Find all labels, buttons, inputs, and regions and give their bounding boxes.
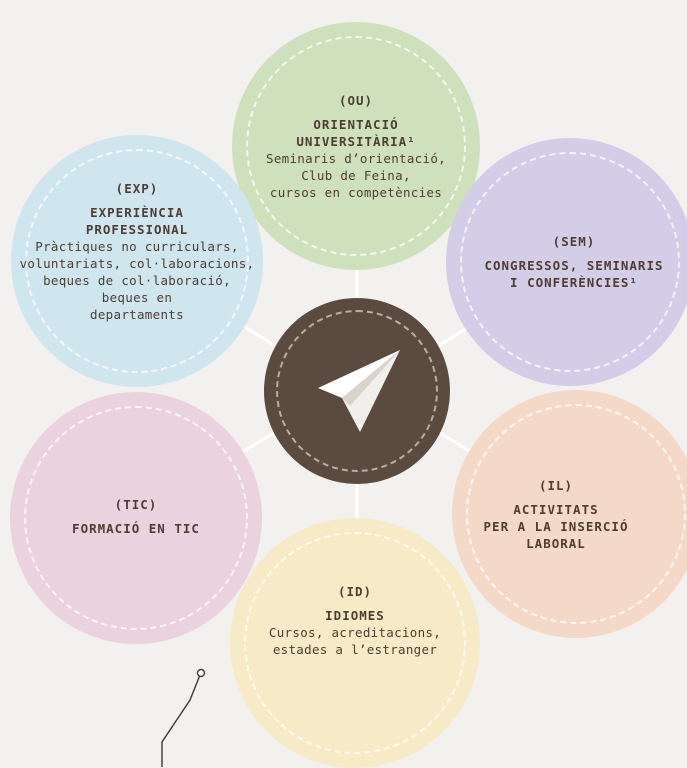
petal-code: (IL) [538, 477, 574, 493]
petal-title: ORIENTACIÓ UNIVERSITÀRIA¹ [296, 116, 416, 149]
petal-code: (SEM) [552, 234, 596, 249]
pointer-line [161, 674, 201, 767]
petal-experiencia-professional: (EXP) EXPERIÈNCIA PROFESSIONAL Pràctique… [11, 135, 263, 387]
petal-code: (EXP) [115, 180, 159, 196]
petal-code: (TIC) [114, 496, 158, 512]
dashed-ring [244, 532, 466, 754]
petal-title: ACTIVITATS PER A LA INSERCIÓ LABORAL [483, 501, 629, 551]
central-hub [264, 298, 450, 484]
petal-title: FORMACIÓ EN TIC [72, 520, 200, 536]
paper-plane-icon [318, 350, 400, 432]
petal-insercio-laboral: (IL) ACTIVITATS PER A LA INSERCIÓ LABORA… [452, 390, 687, 638]
hub-dashed-ring [276, 310, 438, 472]
petal-title: CONGRESSOS, SEMINARIS I CONFERÈNCIES¹ [484, 258, 664, 290]
petal-title: IDIOMES [325, 607, 385, 623]
dashed-ring [24, 406, 248, 630]
petal-code: (ID) [337, 583, 373, 599]
petal-title: EXPERIÈNCIA PROFESSIONAL [85, 204, 189, 237]
dashed-ring [25, 149, 249, 373]
dashed-ring [246, 36, 466, 256]
petal-description: Pràctiques no curriculars, voluntariats,… [19, 238, 255, 322]
pointer-dot [196, 668, 206, 678]
petal-description: Seminaris d’orientació, Club de Feina, c… [266, 150, 446, 200]
dashed-ring [466, 404, 686, 624]
petal-description: Cursos, acreditacions, estades a l’estra… [268, 624, 442, 657]
petal-congressos: (SEM) CONGRESSOS, SEMINARIS I CONFERÈNCI… [446, 138, 687, 386]
petal-formacio-tic: (TIC) FORMACIÓ EN TIC [10, 392, 262, 644]
dashed-ring [460, 152, 680, 372]
petal-orientacio-universitaria: (OU) ORIENTACIÓ UNIVERSITÀRIA¹ Seminaris… [232, 22, 480, 270]
petal-code: (OU) [338, 92, 374, 108]
petal-idiomes: (ID) IDIOMES Cursos, acreditacions, esta… [230, 518, 480, 768]
